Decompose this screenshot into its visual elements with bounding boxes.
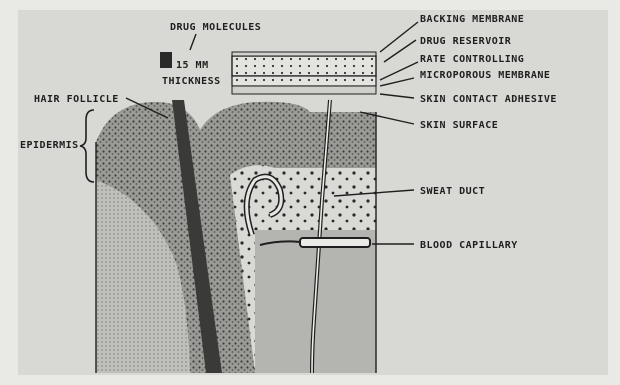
label-thickness-value: 15 MM (176, 60, 209, 71)
adhesive-layer (232, 86, 376, 94)
label-backing-membrane: BACKING MEMBRANE (420, 14, 524, 25)
label-microporous-membrane: MICROPOROUS MEMBRANE (420, 70, 550, 81)
label-hair-follicle: HAIR FOLLICLE (34, 94, 119, 105)
label-skin-contact-adhesive: SKIN CONTACT ADHESIVE (420, 94, 557, 105)
label-blood-capillary: BLOOD CAPILLARY (420, 240, 518, 251)
label-sweat-duct: SWEAT DUCT (420, 186, 485, 197)
drug-reservoir-layer (232, 56, 376, 76)
rate-controlling-layer (232, 76, 376, 86)
label-drug-molecules: DRUG MOLECULES (170, 22, 261, 33)
blood-capillary (300, 238, 370, 247)
label-thickness-word: THICKNESS (162, 76, 221, 87)
label-drug-reservoir: DRUG RESERVOIR (420, 36, 512, 47)
label-skin-surface: SKIN SURFACE (420, 120, 498, 131)
hair-tip (160, 52, 172, 68)
label-epidermis: EPIDERMIS (20, 140, 79, 151)
label-rate-controlling: RATE CONTROLLING (420, 54, 524, 65)
backing-layer (232, 52, 376, 56)
